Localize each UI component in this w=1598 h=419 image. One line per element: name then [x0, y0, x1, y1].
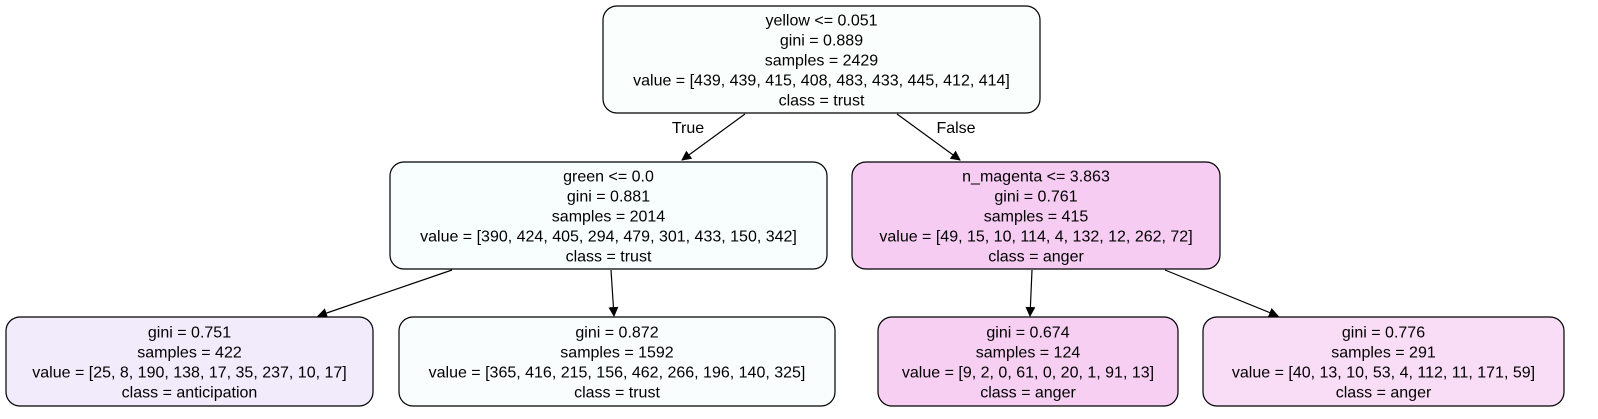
- edge-arrow-root-to-right: [896, 113, 961, 161]
- node-text-line: gini = 0.761: [994, 189, 1077, 206]
- node-text-line: value = [9, 2, 0, 61, 0, 20, 1, 91, 13]: [902, 365, 1154, 382]
- node-text-line: value = [25, 8, 190, 138, 17, 35, 237, 1…: [32, 365, 346, 382]
- edge-label-true: True: [672, 120, 704, 137]
- node-text-line: samples = 124: [976, 345, 1081, 362]
- node-box: [1202, 316, 1565, 407]
- node-text-line: value = [439, 439, 415, 408, 483, 433, 4…: [633, 73, 1010, 90]
- edge-arrow-root-to-left: [681, 113, 746, 161]
- node-text-line: gini = 0.889: [780, 33, 863, 50]
- node-text-line: samples = 1592: [560, 345, 674, 362]
- node-text-line: gini = 0.881: [567, 189, 650, 206]
- tree-node-right-left: gini = 0.674 samples = 124 value = [9, 2, …: [877, 316, 1179, 407]
- node-text-line: green <= 0.0: [563, 169, 654, 186]
- nodes-layer: yellow <= 0.051 gini = 0.889 samples = 242…: [5, 5, 1565, 407]
- node-text-line: samples = 2429: [765, 53, 879, 70]
- node-text-line: gini = 0.872: [575, 325, 658, 342]
- node-text-line: class = anger: [1336, 385, 1432, 402]
- tree-node-left-left: gini = 0.751 samples = 422 value = [25, 8,…: [5, 316, 374, 407]
- node-box: [602, 5, 1041, 114]
- node-text-line: class = trust: [566, 249, 652, 266]
- node-text-line: class = anticipation: [122, 385, 258, 402]
- node-text-line: value = [40, 13, 10, 53, 4, 112, 11, 171…: [1232, 365, 1535, 382]
- tree-node-left: green <= 0.0 gini = 0.881 samples = 2014 va…: [389, 161, 828, 270]
- node-text-line: value = [365, 416, 215, 156, 462, 266, 1…: [429, 365, 806, 382]
- node-text-line: samples = 291: [1331, 345, 1436, 362]
- edge-arrow-left-to-left-right: [608, 269, 619, 317]
- tree-node-right: n_magenta <= 3.863 gini = 0.761 samples = …: [851, 161, 1221, 270]
- node-text-line: yellow <= 0.051: [765, 13, 877, 30]
- edges-layer: True False: [317, 113, 1279, 318]
- edge-arrow-left-to-left-left: [317, 269, 453, 318]
- edge-arrow-right-to-right-right: [1164, 269, 1279, 318]
- node-text-line: n_magenta <= 3.863: [962, 169, 1110, 186]
- node-box: [398, 316, 836, 407]
- node-box: [877, 316, 1179, 407]
- node-text-line: class = anger: [980, 385, 1076, 402]
- node-text-line: class = anger: [988, 249, 1084, 266]
- node-text-line: class = trust: [574, 385, 660, 402]
- edge-arrow-right-to-right-left: [1025, 269, 1036, 317]
- node-text-line: samples = 2014: [552, 209, 666, 226]
- node-text-line: gini = 0.776: [1342, 325, 1425, 342]
- tree-node-root: yellow <= 0.051 gini = 0.889 samples = 242…: [602, 5, 1041, 114]
- node-text-line: gini = 0.674: [986, 325, 1069, 342]
- node-text-line: class = trust: [779, 93, 865, 110]
- node-box: [851, 161, 1221, 270]
- node-text-line: value = [390, 424, 405, 294, 479, 301, 4…: [420, 229, 797, 246]
- node-text-line: value = [49, 15, 10, 114, 4, 132, 12, 26…: [879, 229, 1192, 246]
- edge-label-false: False: [936, 120, 975, 137]
- node-text-line: samples = 422: [137, 345, 242, 362]
- node-text-line: samples = 415: [984, 209, 1089, 226]
- node-text-line: gini = 0.751: [148, 325, 231, 342]
- tree-node-right-right: gini = 0.776 samples = 291 value = [40, 13…: [1202, 316, 1565, 407]
- node-box: [389, 161, 828, 270]
- node-box: [5, 316, 374, 407]
- tree-node-left-right: gini = 0.872 samples = 1592 value = [365, …: [398, 316, 836, 407]
